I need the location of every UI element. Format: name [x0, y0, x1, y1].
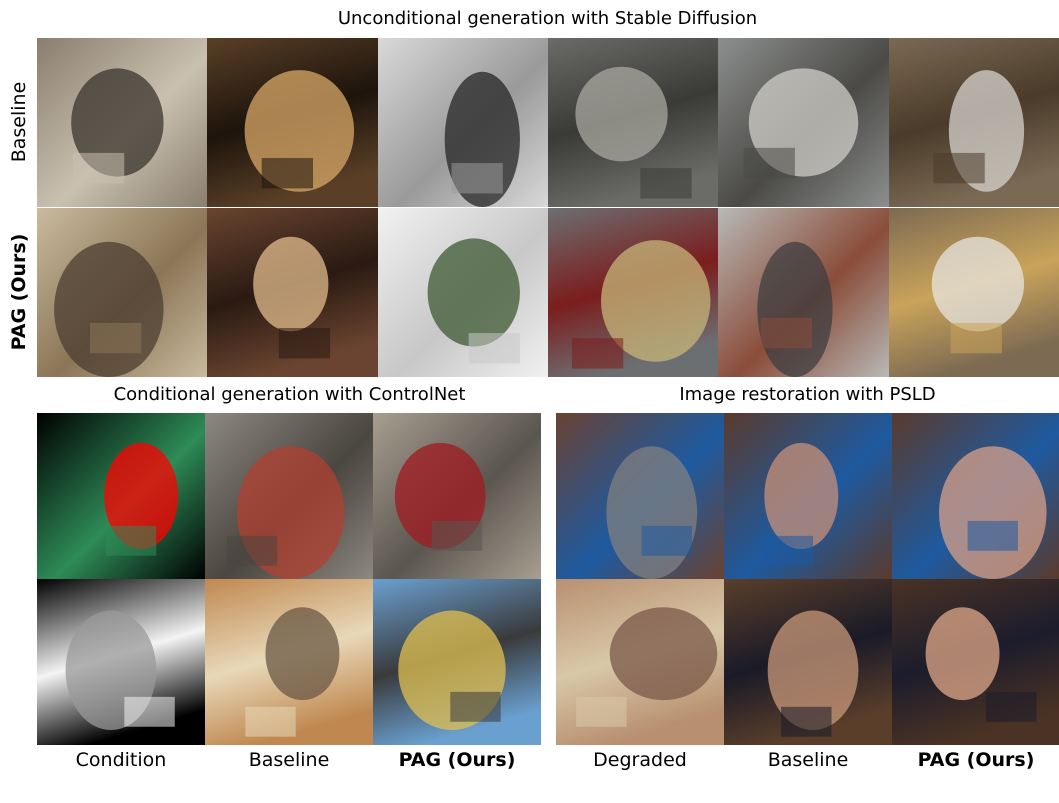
street-cars-photo-image [373, 579, 541, 745]
restored-smiling-face-image [892, 579, 1059, 745]
dark-lights-scene-image [207, 38, 378, 207]
column-label-baseline-psld: Baseline [767, 749, 849, 771]
artifact-face-image [724, 413, 892, 579]
porch-image [718, 38, 889, 207]
row-label-pag: PAG (Ours) [8, 233, 30, 351]
abstract-pattern-image [37, 38, 208, 207]
bw-flowers-cake-image [378, 38, 549, 207]
figure-in-rubble-image [205, 413, 373, 579]
masked-face-image [556, 413, 724, 579]
pose-skeleton-image [37, 413, 205, 579]
house-porch-image [718, 208, 889, 377]
cathedral-interior-image [207, 208, 378, 377]
crumpled-bag-image [889, 38, 1059, 207]
column-label-degraded: Degraded [593, 749, 687, 771]
white-handbag-image [889, 208, 1059, 377]
lion-drawing-image [37, 208, 208, 377]
distorted-vehicles-image [548, 38, 719, 207]
column-label-baseline-controlnet: Baseline [248, 749, 330, 771]
blurred-face-image [556, 579, 724, 745]
column-label-condition: Condition [75, 749, 167, 771]
restored-face-image [892, 413, 1059, 579]
street-cars-painting-image [205, 579, 373, 745]
depth-map-image [37, 579, 205, 745]
car-and-motorcycle-image [548, 208, 719, 377]
row-label-baseline: Baseline [8, 81, 30, 163]
man-red-suit-image [373, 413, 541, 579]
controlnet-section-title: Conditional generation with ControlNet [113, 384, 466, 405]
psld-section-title: Image restoration with PSLD [679, 384, 936, 405]
column-label-pag-controlnet: PAG (Ours) [398, 749, 516, 771]
column-label-pag-psld: PAG (Ours) [917, 749, 1035, 771]
wedding-dress-image [378, 208, 549, 377]
striped-face-image [724, 579, 892, 745]
unconditional-section-title: Unconditional generation with Stable Dif… [337, 8, 758, 29]
